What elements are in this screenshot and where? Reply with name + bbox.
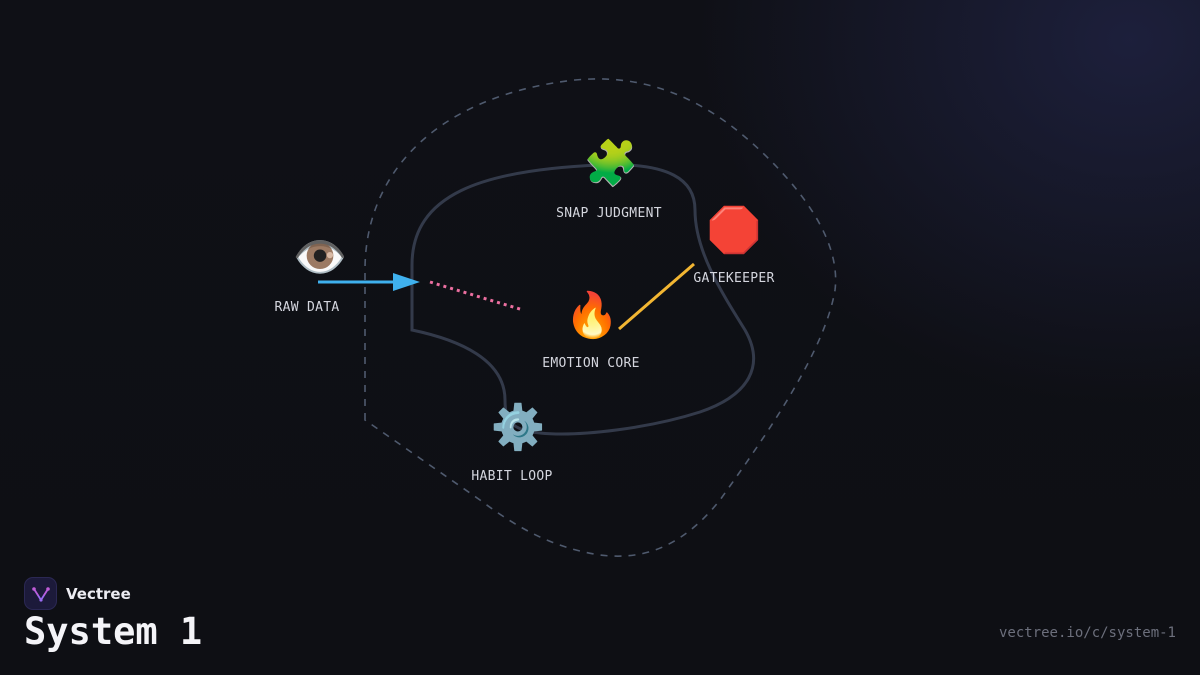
inner-loop-path	[410, 163, 755, 436]
page-url[interactable]: vectree.io/c/system-1	[998, 625, 1176, 641]
fire-icon: 🔥	[564, 290, 620, 341]
raw-data-arrow-head	[393, 273, 420, 291]
gear-icon: ⚙️	[490, 402, 546, 453]
node-label-gatekeeper: GATEKEEPER	[693, 271, 775, 286]
node-label-snap-judgment: SNAP JUDGMENT	[556, 206, 662, 221]
puzzle-piece-icon: 🧩	[583, 138, 639, 189]
vectree-logo-icon	[24, 577, 57, 610]
brand-name: Vectree	[66, 584, 131, 603]
node-label-raw-data: RAW DATA	[274, 300, 340, 315]
page-title: System 1	[24, 610, 203, 653]
gatekeeper-link	[618, 262, 695, 331]
stop-sign-icon: 🛑	[706, 205, 762, 256]
node-label-habit-loop: HABIT LOOP	[471, 469, 553, 484]
brand: Vectree	[24, 577, 131, 610]
dotted-link	[429, 280, 524, 312]
eye-icon: 👁️	[292, 232, 348, 283]
node-label-emotion-core: EMOTION CORE	[542, 356, 640, 371]
